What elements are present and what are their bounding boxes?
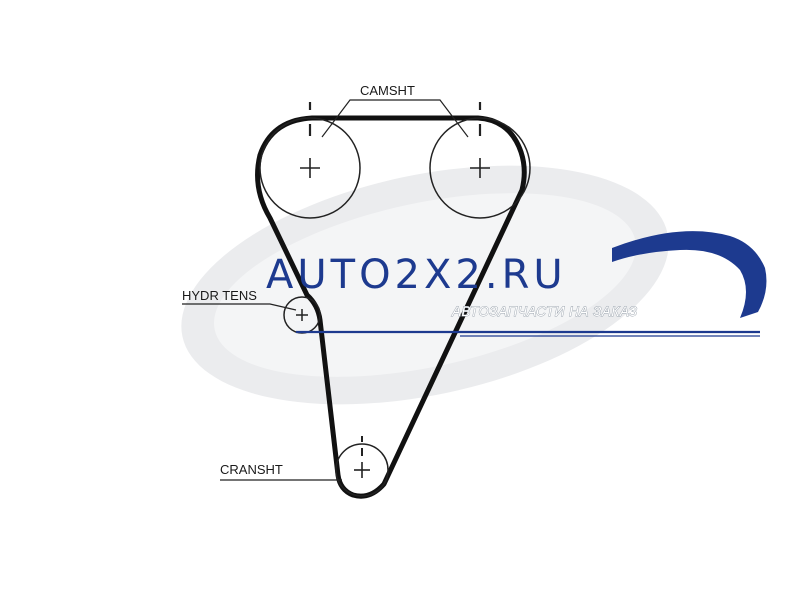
crankshaft-label: CRANSHT [220, 462, 283, 477]
camshaft-label: CAMSHT [360, 83, 415, 98]
tensioner-label: HYDR TENS [182, 288, 257, 303]
brand-name: AUTO2X2.RU [266, 252, 567, 298]
brand-watermark: AUTO2X2.RU АВТОЗАПЧАСТИ НА ЗАКАЗ [266, 231, 767, 337]
crankshaft-pulley [335, 436, 389, 497]
brand-tagline: АВТОЗАПЧАСТИ НА ЗАКАЗ [451, 304, 638, 319]
car-silhouette-icon [612, 231, 767, 318]
camshaft-pulley-left [259, 102, 361, 219]
leader-lines [182, 99, 469, 481]
camshaft-pulley-right [429, 102, 531, 219]
